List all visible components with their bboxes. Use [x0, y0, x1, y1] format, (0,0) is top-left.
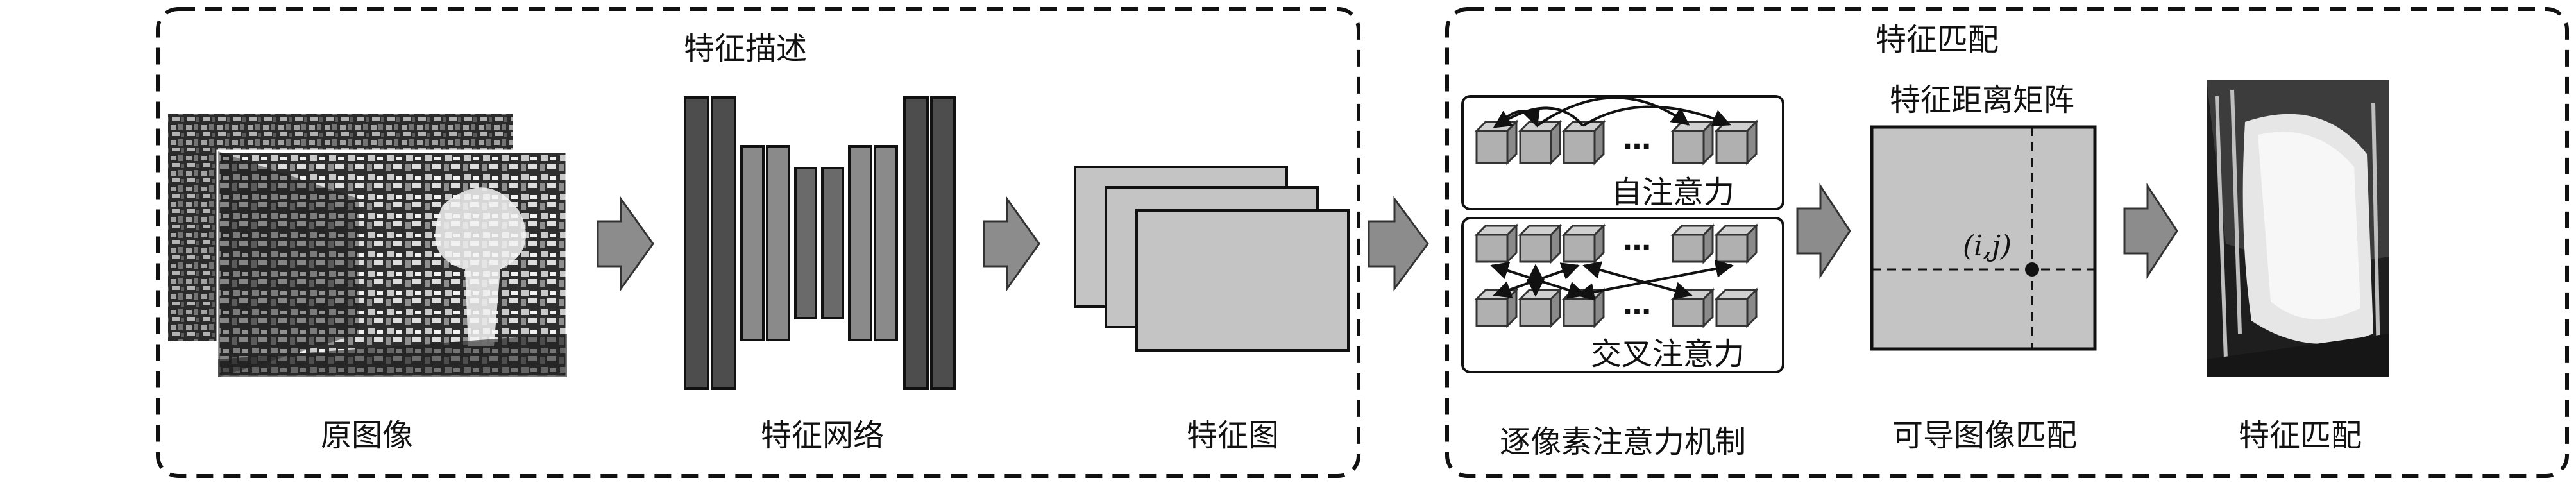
cross-attention-panel: … … 交叉注意力 — [1461, 217, 1784, 373]
original-image-label: 原图像 — [321, 418, 413, 454]
feature-map-stack — [1074, 166, 1350, 352]
network-layer — [711, 96, 736, 390]
feature-map-layer — [1135, 209, 1350, 352]
network-layer — [903, 96, 929, 390]
arrow-matrix-to-result — [2123, 182, 2178, 280]
network-layer — [930, 96, 956, 390]
cross-attention-bottom-ellipsis: … — [1623, 289, 1651, 321]
matrix-point-marker — [2025, 262, 2039, 277]
cube — [1714, 223, 1759, 264]
self-attention-panel: … 自注意力 — [1461, 95, 1784, 210]
cross-attention-label: 交叉注意力 — [1591, 336, 1745, 372]
cube — [1518, 119, 1563, 166]
cube — [1474, 223, 1519, 264]
feature-matching-group-box — [1445, 7, 2569, 478]
cube — [1714, 287, 1759, 328]
feature-map-label: 特征图 — [1187, 418, 1279, 454]
network-layer — [766, 145, 790, 341]
pixelwise-attention-label: 逐像素注意力机制 — [1500, 424, 1746, 460]
arrow-image-to-network — [597, 196, 654, 292]
cube — [1714, 119, 1759, 166]
feature-network — [684, 96, 956, 390]
self-attention-arcs — [1493, 96, 1731, 128]
feature-description-group-box — [156, 7, 1360, 478]
cross-attention-top-cubes — [1474, 223, 1759, 264]
differentiable-matching-label: 可导图像匹配 — [1892, 418, 2077, 454]
network-layer — [874, 145, 898, 341]
cube — [1518, 287, 1563, 328]
matching-result-label: 特征匹配 — [2239, 418, 2362, 454]
self-attention-label: 自注意力 — [1611, 174, 1734, 210]
feature-network-label: 特征网络 — [761, 418, 884, 454]
cross-attention-top-ellipsis: … — [1623, 225, 1651, 257]
original-image-stack — [168, 114, 569, 379]
arrow-network-to-featuremap — [983, 196, 1040, 292]
cube — [1670, 119, 1715, 166]
self-attention-ellipsis: … — [1623, 123, 1651, 156]
distance-matrix: (i,j) — [1870, 125, 2097, 351]
feature-matching-title: 特征匹配 — [1876, 22, 1999, 58]
cross-attention-arrows — [1490, 259, 1734, 302]
network-layer — [740, 145, 765, 341]
cube — [1474, 119, 1519, 166]
cube — [1561, 223, 1606, 264]
network-layer — [684, 96, 709, 390]
matching-result-image — [2207, 80, 2389, 377]
cube — [1561, 119, 1606, 166]
cube — [1670, 223, 1715, 264]
network-layer — [821, 167, 844, 319]
network-layer — [848, 145, 872, 341]
cube — [1518, 223, 1563, 264]
arrow-featuremap-to-attention — [1368, 196, 1429, 292]
distance-matrix-title: 特征距离矩阵 — [1890, 82, 2074, 118]
arrow-attention-to-matrix — [1796, 182, 1851, 280]
matrix-point-label: (i,j) — [1963, 230, 2012, 262]
feature-description-title: 特征描述 — [684, 31, 807, 67]
network-layer — [794, 167, 817, 319]
cube — [1670, 287, 1715, 328]
